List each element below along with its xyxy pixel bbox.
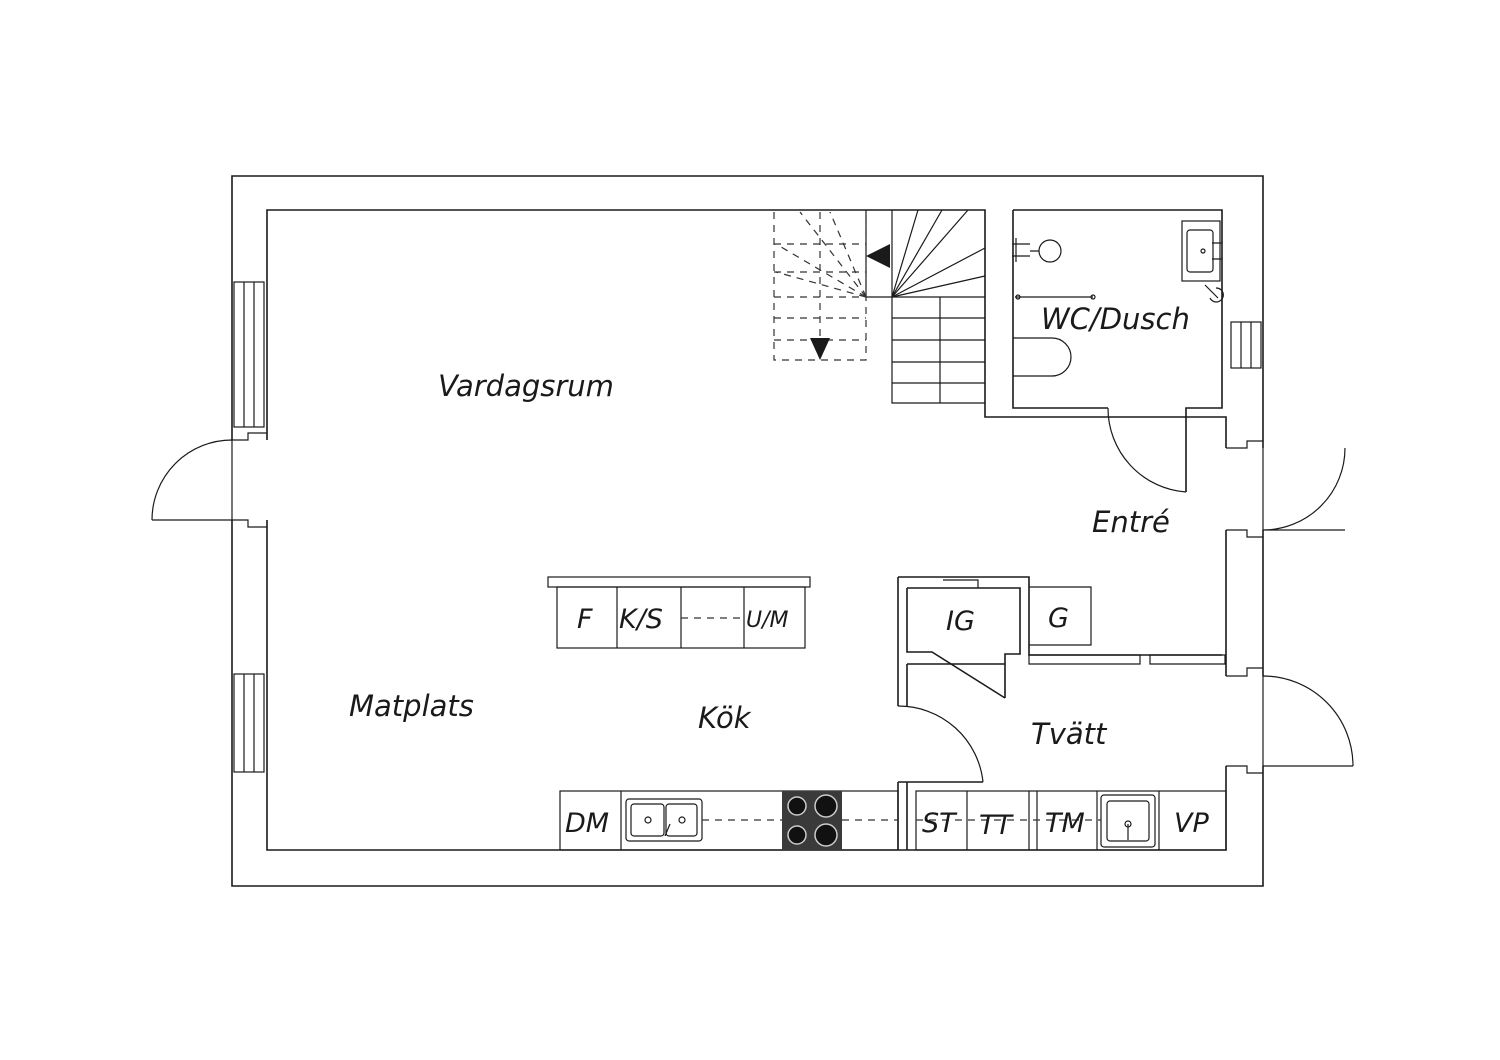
appliance-label-ig: IG: [946, 606, 975, 637]
right-window-bathroom: [1230, 321, 1262, 369]
left-window-top: [233, 281, 265, 428]
appliance-label-tm: TM: [1045, 808, 1085, 839]
appliance-label-tt: TT: [979, 810, 1014, 841]
laundry-counter: [915, 790, 1227, 851]
kitchen-island: [547, 576, 811, 649]
appliance-label-um: U/M: [746, 608, 789, 633]
room-label-vardagsrum: Vardagsrum: [438, 369, 614, 403]
left-door: [151, 432, 271, 528]
bathroom-walls: [1012, 209, 1223, 493]
laundry-exterior-door: [1222, 667, 1354, 774]
kitchen-counter: [559, 790, 899, 851]
entrance-door: [1222, 440, 1346, 538]
bathroom-fixtures: [1012, 220, 1224, 377]
outer-walls: [231, 175, 1264, 887]
room-label-wc-dusch: WC/Dusch: [1041, 302, 1190, 336]
appliance-label-st: ST: [922, 808, 958, 839]
left-window-bottom: [233, 673, 265, 773]
appliance-label-ks: K/S: [619, 604, 663, 635]
appliance-label-vp: VP: [1174, 808, 1209, 839]
room-label-tvatt: Tvätt: [1031, 717, 1108, 751]
room-label-matplats: Matplats: [349, 689, 474, 723]
room-label-entre: Entré: [1092, 505, 1170, 539]
room-label-kok: Kök: [698, 701, 752, 735]
appliance-label-f: F: [577, 604, 593, 635]
staircase: [773, 209, 986, 404]
appliance-label-g: G: [1048, 603, 1069, 634]
appliance-label-dm: DM: [565, 808, 609, 839]
